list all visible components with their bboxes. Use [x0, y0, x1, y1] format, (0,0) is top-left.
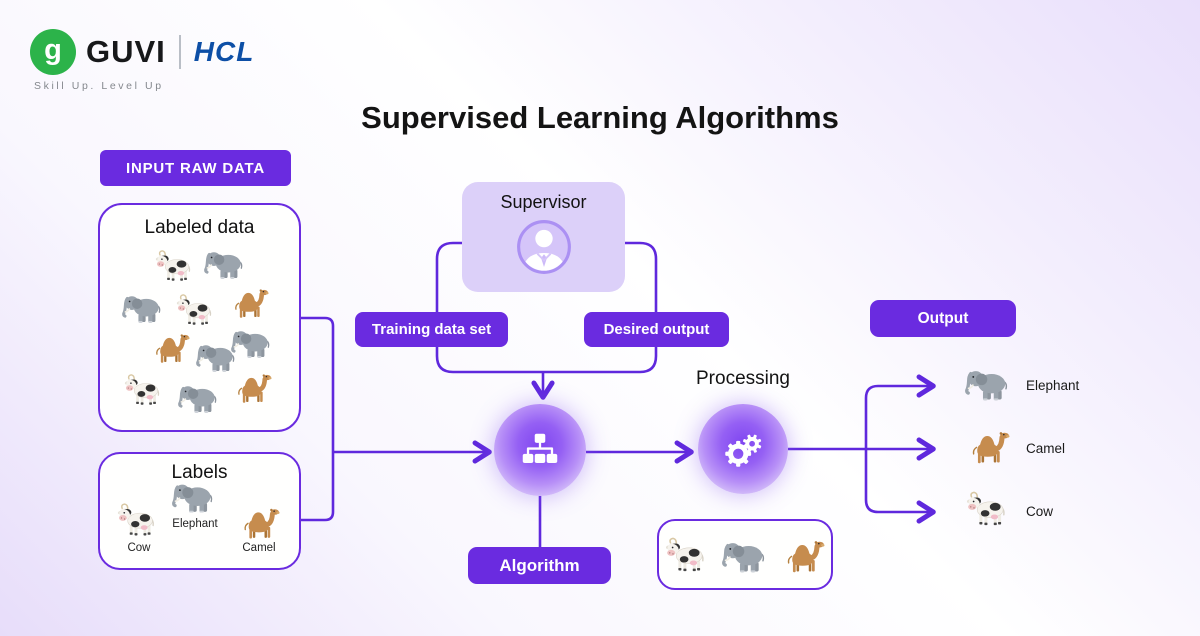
- hcl-wordmark: HCL: [193, 36, 255, 67]
- connector-processing-to-elephant: [864, 374, 936, 449]
- cow-emoji: [154, 249, 196, 283]
- camel-emoji: [965, 427, 1011, 465]
- camel-emoji: [228, 285, 270, 319]
- elephant-emoji: [122, 290, 164, 324]
- connector-processing-to-cow: [864, 449, 936, 524]
- cow-emoji: [965, 490, 1011, 528]
- label-caption-cow: Cow: [127, 542, 151, 554]
- logo: g GUVI HCL: [30, 27, 254, 77]
- input-raw-data-badge: INPUT RAW DATA: [100, 150, 291, 186]
- processing-label: Processing: [696, 368, 790, 389]
- output-label-cow: Cow: [1026, 504, 1054, 519]
- output-label-camel: Camel: [1026, 441, 1066, 456]
- labeled-data-title: Labeled data: [144, 217, 255, 238]
- camel-emoji: [780, 536, 826, 574]
- desired-output-badge: Desired output: [584, 312, 729, 347]
- elephant-emoji: [204, 246, 246, 280]
- supervisor-title: Supervisor: [500, 192, 587, 212]
- cow-emoji: [664, 536, 710, 574]
- logo-tagline: Skill Up. Level Up: [34, 80, 164, 92]
- output-label-elephant: Elephant: [1026, 378, 1080, 393]
- connector-supervisor-bracket: [435, 241, 658, 374]
- elephant-emoji: [965, 364, 1011, 402]
- elephant-emoji: [178, 380, 220, 414]
- label-caption-elephant: Elephant: [172, 518, 218, 530]
- elephant-emoji: [172, 478, 216, 514]
- guvi-monogram-icon: g: [30, 29, 76, 75]
- labels-box: Labels Cow Elephant Camel: [98, 452, 301, 570]
- page-title: Supervised Learning Algorithms: [361, 100, 839, 135]
- label-caption-camel: Camel: [242, 542, 276, 554]
- labels-title: Labels: [171, 462, 228, 483]
- cow-emoji: [123, 373, 165, 407]
- camel-emoji: [237, 504, 281, 540]
- supervisor-box: Supervisor: [462, 182, 625, 292]
- algorithm-node: [494, 404, 586, 496]
- output-badge: Output: [870, 300, 1016, 337]
- cow-emoji: [116, 502, 160, 538]
- person-icon: [516, 220, 571, 274]
- elephant-emoji: [231, 325, 273, 359]
- camel-emoji: [149, 330, 191, 364]
- cow-emoji: [175, 293, 217, 327]
- processing-node: [698, 404, 788, 494]
- logo-divider: [178, 35, 181, 69]
- training-data-set-badge: Training data set: [355, 312, 508, 347]
- camel-emoji: [231, 370, 273, 404]
- labeled-data-box: Labeled data: [98, 203, 301, 432]
- guvi-glyph: g: [44, 33, 62, 66]
- sample-animals-box: [657, 519, 833, 590]
- double-gears-icon: [725, 434, 762, 467]
- sitemap-hierarchy-icon: [522, 433, 558, 463]
- elephant-emoji: [722, 536, 768, 574]
- algorithm-badge: Algorithm: [468, 547, 611, 584]
- connector-data-bracket: [301, 316, 335, 522]
- guvi-wordmark: GUVI: [86, 34, 166, 69]
